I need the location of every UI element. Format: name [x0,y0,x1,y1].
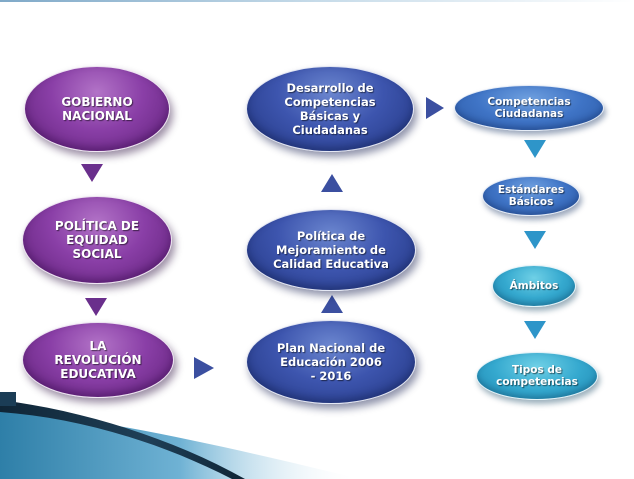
node-label: Estándares Básicos [497,184,565,208]
arrow-down-1 [81,164,103,182]
arrow-right-2 [426,97,444,119]
decorative-swoosh [0,392,360,479]
node-label: POLÍTICA DE EQUIDAD SOCIAL [54,219,140,261]
node-tipos-de-competencias: Tipos de competencias [476,352,598,400]
arrow-up-2 [321,174,343,192]
node-estandares-basicos: Estándares Básicos [482,176,580,216]
node-label: LA REVOLUCIÓN EDUCATIVA [54,339,142,381]
node-politica-equidad-social: POLÍTICA DE EQUIDAD SOCIAL [22,196,172,284]
node-la-revolucion-educativa: LA REVOLUCIÓN EDUCATIVA [22,322,174,398]
arrow-down-4 [524,231,546,249]
arrow-up-1 [321,295,343,313]
node-gobierno-nacional: GOBIERNO NACIONAL [24,66,170,152]
node-label: Ámbitos [509,280,559,292]
node-label: Desarrollo de Competencias Básicas y Ciu… [284,81,376,137]
arrow-down-5 [524,321,546,339]
node-competencias-ciudadanas: Competencias Ciudadanas [454,85,604,131]
top-divider-line [0,0,634,2]
node-ambitos: Ámbitos [492,265,576,307]
node-plan-nacional-educacion: Plan Nacional de Educación 2006 - 2016 [246,320,416,404]
node-desarrollo-competencias: Desarrollo de Competencias Básicas y Ciu… [246,66,414,152]
node-label: Política de Mejoramiento de Calidad Educ… [273,229,389,271]
arrow-down-3 [524,140,546,158]
arrow-right-1 [194,357,214,379]
node-label: Plan Nacional de Educación 2006 - 2016 [276,341,386,383]
node-label: Competencias Ciudadanas [487,96,571,120]
node-politica-calidad-educativa: Política de Mejoramiento de Calidad Educ… [246,209,416,291]
arrow-down-2 [85,298,107,316]
node-label: Tipos de competencias [496,364,578,388]
node-label: GOBIERNO NACIONAL [61,95,133,123]
